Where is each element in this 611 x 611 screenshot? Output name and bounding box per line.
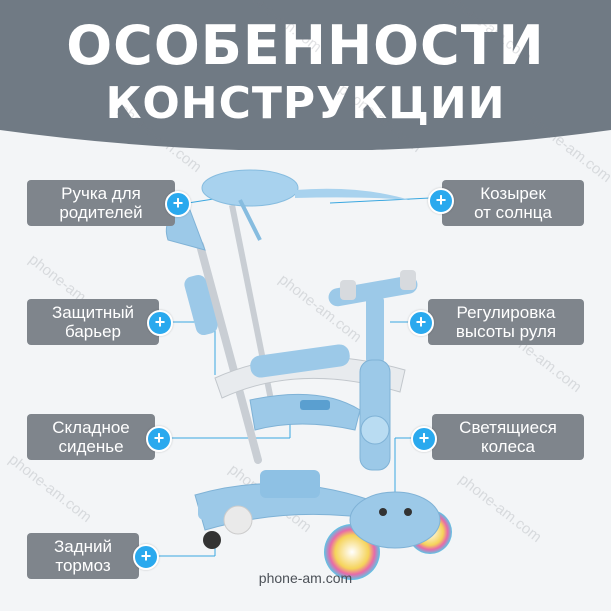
plus-icon[interactable]: + (165, 191, 191, 217)
plus-icon[interactable]: + (146, 426, 172, 452)
label-handlebar-height: Регулировка высоты руля (428, 299, 584, 345)
label-folding-seat: Складное сиденье (27, 414, 155, 460)
label-text: от солнца (474, 203, 552, 222)
plus-icon[interactable]: + (411, 426, 437, 452)
label-text: родителей (59, 203, 143, 222)
label-text: Козырек (480, 184, 546, 203)
parent-handle (165, 204, 278, 464)
light-wheels (324, 491, 452, 580)
label-text: сиденье (58, 437, 124, 456)
label-text: высоты руля (455, 322, 557, 341)
header-background (0, 0, 611, 150)
label-safety-barrier: Защитный барьер (27, 299, 159, 345)
label-sun-visor: Козырек от солнца (442, 180, 584, 226)
label-text: Регулировка (456, 303, 556, 322)
label-light-wheels: Светящиеся колеса (432, 414, 584, 460)
label-text: Складное (52, 418, 130, 437)
label-text: Светящиеся (459, 418, 557, 437)
page-title-line2: КОНСТРУКЦИИ (105, 78, 506, 129)
plus-icon[interactable]: + (147, 310, 173, 336)
folding-seat (249, 393, 361, 431)
header-banner: ОСОБЕННОСТИ КОНСТРУКЦИИ (0, 0, 611, 150)
label-rear-brake: Задний тормоз (27, 533, 139, 579)
label-parent-handle: Ручка для родителей (27, 180, 175, 226)
label-text: колеса (480, 437, 536, 456)
plus-icon[interactable]: + (428, 188, 454, 214)
rear-wheels (198, 500, 253, 549)
label-text: Ручка для (61, 184, 141, 203)
label-text: барьер (64, 322, 122, 341)
footer-site: phone-am.com (258, 570, 353, 586)
plus-icon[interactable]: + (133, 544, 159, 570)
safety-barrier (214, 344, 406, 399)
handlebar (328, 270, 418, 471)
plus-icon[interactable]: + (408, 310, 434, 336)
page-title-line1: ОСОБЕННОСТИ (66, 14, 545, 77)
sun-visor (201, 169, 410, 241)
label-text: тормоз (55, 556, 111, 575)
label-text: Защитный (51, 303, 135, 322)
label-text: Задний (53, 537, 113, 556)
